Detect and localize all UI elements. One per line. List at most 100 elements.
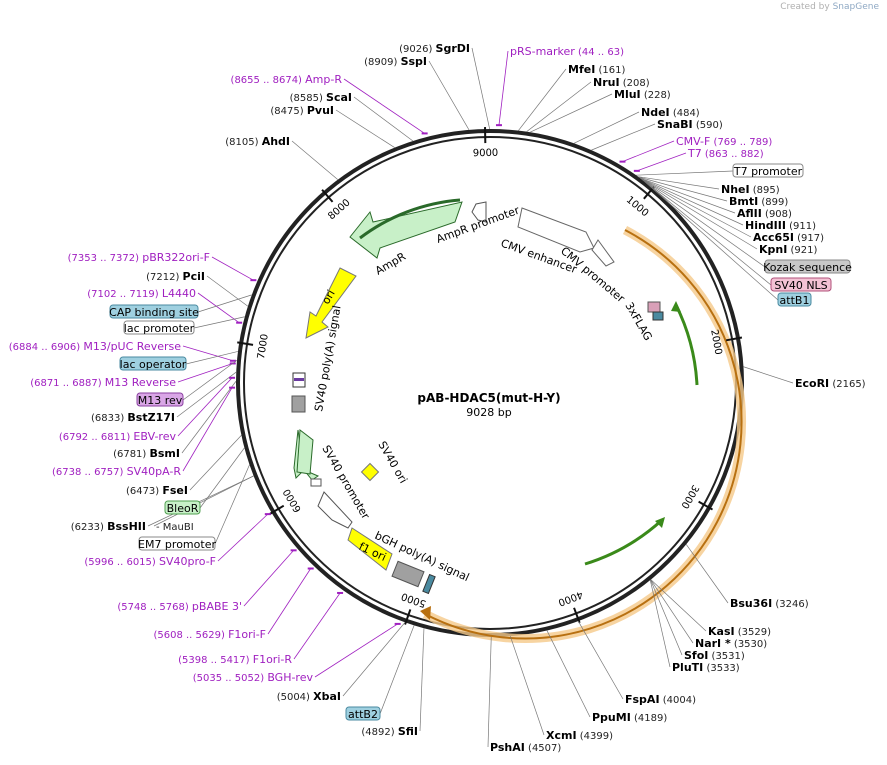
enzyme-label-aflii: AflII (908) xyxy=(737,207,792,220)
primer-coord: (6871 .. 6887) xyxy=(30,378,105,389)
primer-name: pBR322ori-F xyxy=(142,251,210,264)
box-lac-operator xyxy=(119,356,187,371)
tick-label-4000: 4000 xyxy=(557,588,585,607)
enzyme-label-mau-bi: - MauBI xyxy=(156,522,194,533)
enzyme-coord: (6473) xyxy=(126,486,162,497)
enzyme-coord: (895) xyxy=(750,185,780,196)
enzyme-coord: (590) xyxy=(693,120,723,131)
enzyme-name: Bsu36I xyxy=(730,597,772,610)
enzyme-name: BsmI xyxy=(150,447,181,460)
box-leader-lac-promoter xyxy=(193,316,245,329)
box-sv40-nls xyxy=(770,277,832,292)
enzyme-leader-12 xyxy=(639,177,736,214)
enzyme-label-fspai: FspAI (4004) xyxy=(625,693,696,706)
enzyme-coord: (4004) xyxy=(660,695,697,706)
hdac5-insert-arc-core xyxy=(424,229,743,640)
primer-label-f1ori-r: (5398 .. 5417) F1ori-R xyxy=(178,653,292,666)
primer-name: SV40pA-R xyxy=(127,465,182,478)
box-leader-attb1 xyxy=(644,181,779,301)
enzyme-label-nhei: NheI (895) xyxy=(721,183,780,196)
box-label-bleor: BleoR xyxy=(167,502,199,515)
enzyme-name: XbaI xyxy=(313,690,341,703)
enzyme-name: ScaI xyxy=(326,91,352,104)
enzyme-leader-9 xyxy=(591,123,656,151)
enzyme-coord: (8105) xyxy=(225,137,261,148)
primer-coord: (6884 .. 6906) xyxy=(9,342,84,353)
enzyme-leader-33 xyxy=(206,275,249,307)
primer-coord: (5996 .. 6015) xyxy=(84,557,159,568)
enzyme-leader-5 xyxy=(518,68,567,131)
box-em7-promoter xyxy=(138,536,216,551)
primer-name: CMV-F xyxy=(676,135,710,148)
enzyme-label-kpni: KpnI (921) xyxy=(759,243,817,256)
feature-label-cmv-promoter: CMV promoter xyxy=(558,244,627,305)
tick-label-8000: 8000 xyxy=(326,197,352,222)
enzyme-coord: (6833) xyxy=(91,413,127,424)
enzyme-name: XcmI xyxy=(546,729,577,742)
enzyme-label-kasi: KasI (3529) xyxy=(708,625,771,638)
tick-mark-3000 xyxy=(698,500,714,511)
enzyme-label-bsu36i: Bsu36I (3246) xyxy=(730,597,809,610)
primer-name: pRS-marker xyxy=(510,45,575,58)
primer-label-amp-r: (8655 .. 8674) Amp-R xyxy=(231,73,343,86)
primer-coord: (6738 .. 6757) xyxy=(52,467,127,478)
tick-mark-5000 xyxy=(404,609,412,625)
enzyme-leader-30 xyxy=(189,435,242,491)
enzyme-leader-15 xyxy=(641,179,758,250)
primer-label-sv40pro-f: (5996 .. 6015) SV40pro-F xyxy=(84,555,216,568)
enzyme-coord: (899) xyxy=(758,197,788,208)
enzyme-leader-8 xyxy=(573,111,640,144)
bleor-body xyxy=(296,429,314,475)
enzyme-leader-11 xyxy=(638,176,728,202)
tick-label-5000: 5000 xyxy=(400,590,428,609)
enzyme-leader-3 xyxy=(335,109,395,148)
enzyme-coord: (228) xyxy=(641,90,671,101)
enzyme-label-bmti: BmtI (899) xyxy=(729,195,788,208)
enzyme-name: KpnI xyxy=(759,243,787,256)
primer-name: SV40pro-F xyxy=(159,555,216,568)
enzyme-label-sfoi: SfoI (3531) xyxy=(684,649,745,662)
enzyme-leader-7 xyxy=(529,93,613,133)
enzyme-name: PpuMI xyxy=(592,711,631,724)
enzyme-label-xbai: (5004) XbaI xyxy=(277,690,341,703)
insert-green-arrowhead-2 xyxy=(655,517,665,528)
primer-label-bgh-rev: (5035 .. 5052) BGH-rev xyxy=(193,671,314,684)
primer-label-l4440: (7102 .. 7119) L4440 xyxy=(87,287,196,300)
enzyme-coord: (917) xyxy=(794,233,824,244)
leader-lines xyxy=(147,47,794,748)
primer-label-f1ori-f: (5608 .. 5629) F1ori-F xyxy=(153,628,266,641)
enzyme-name: AflII xyxy=(737,207,762,220)
box-kozak-sequence xyxy=(764,259,851,274)
lac-block-2 xyxy=(294,378,304,381)
enzyme-leader-18 xyxy=(650,579,707,632)
enzyme-coord: (208) xyxy=(620,78,650,89)
primer-name: BGH-rev xyxy=(267,671,313,684)
enzyme-label-sgrdi: (9026) SgrDI xyxy=(399,42,470,55)
primer-label-pbabe-3: (5748 .. 5768) pBABE 3' xyxy=(117,600,242,613)
box-leader-lac-operator xyxy=(185,351,239,365)
primer-name: F1ori-R xyxy=(253,653,293,666)
enzyme-coord: (3531) xyxy=(708,651,745,662)
attb2-block xyxy=(422,573,436,595)
enzyme-name: PluTI xyxy=(672,661,703,674)
box-label-kozak-sequence: Kozak sequence xyxy=(763,261,852,274)
enzyme-label-ahdi: (8105) AhdI xyxy=(225,135,290,148)
primer-name: EBV-rev xyxy=(133,430,176,443)
primer-coord: (863 .. 882) xyxy=(702,149,764,160)
external-labels: (9026) SgrDI(8909) SspI(8585) ScaI(8475)… xyxy=(9,42,866,754)
primer-leader-pbabe-3 xyxy=(243,550,294,607)
tick-mark-6000 xyxy=(269,504,285,515)
box-leader-kozak-sequence xyxy=(642,179,766,268)
enzyme-label-pvui: (8475) PvuI xyxy=(270,104,334,117)
box-leader-em7-promoter xyxy=(214,464,250,545)
primer-label-sv40pa-r: (6738 .. 6757) SV40pA-R xyxy=(52,465,181,478)
enzyme-leader-32 xyxy=(176,371,237,418)
enzyme-name: PshAI xyxy=(490,741,525,754)
enzyme-label-hindiii: HindIII (911) xyxy=(745,219,816,232)
enzyme-coord: (5004) xyxy=(277,692,313,703)
enzyme-coord: (2165) xyxy=(829,379,866,390)
box-label-cap-binding-site: CAP binding site xyxy=(109,306,199,319)
enzyme-coord: (3530) xyxy=(731,639,768,650)
primer-label-ebv-rev: (6792 .. 6811) EBV-rev xyxy=(59,430,177,443)
enzyme-leader-16 xyxy=(743,366,794,384)
